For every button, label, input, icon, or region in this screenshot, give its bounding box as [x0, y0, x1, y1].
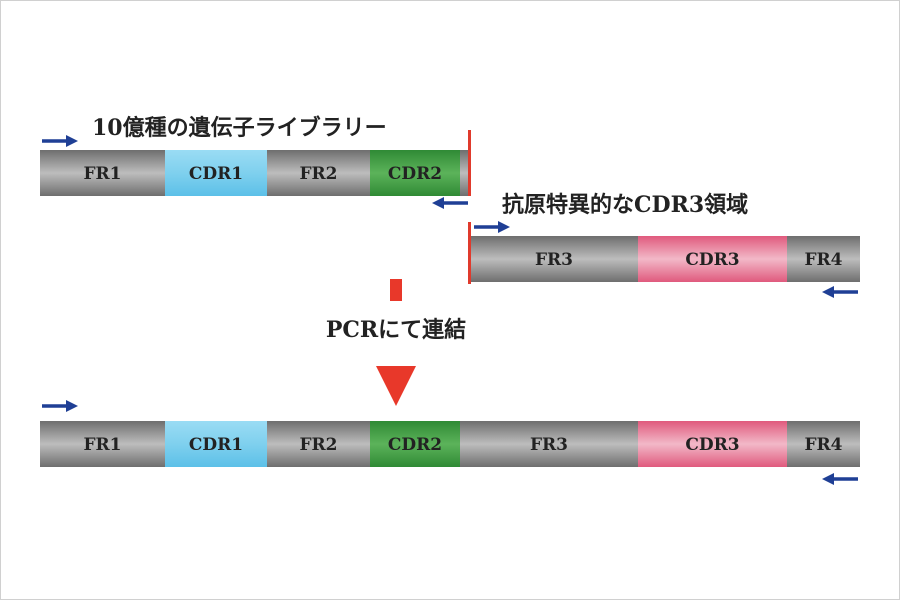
segment-cdr2: [370, 150, 460, 196]
segment-label-cdr1: CDR1: [189, 164, 243, 184]
forward-primer-arrow: [474, 221, 510, 233]
segment-label-cdr2: CDR2: [388, 435, 442, 455]
segment-fr1: [40, 421, 165, 467]
segment-label-fr3: FR3: [535, 250, 573, 270]
segment-fr3: [470, 236, 638, 282]
segment-label-fr2: FR2: [299, 435, 337, 455]
forward-primer-arrow: [42, 400, 78, 412]
segment-label-fr1: FR1: [83, 164, 121, 184]
antigen-cdr3-bar: FR3 CDR3 FR4: [470, 236, 860, 282]
segment-label-cdr3: CDR3: [685, 435, 739, 455]
segment-fr4: [787, 421, 860, 467]
process-arrow-stem: [390, 279, 402, 301]
segment-label-fr1: FR1: [83, 435, 121, 455]
segment-label-fr4: FR4: [804, 250, 842, 270]
segment-cdr2: [370, 421, 460, 467]
linked-gene-bar: FR1 CDR1 FR2 CDR2 FR3 CDR3 FR4: [40, 421, 860, 467]
segment-cdr3: [638, 236, 787, 282]
library-gene-bar: FR1 CDR1 FR2 CDR2: [40, 150, 470, 196]
segment-label-fr2: FR2: [299, 164, 337, 184]
segment-label-fr3: FR3: [530, 435, 568, 455]
segment-fr1: [40, 150, 165, 196]
segment-fr2: [267, 421, 370, 467]
reverse-primer-arrow: [432, 197, 468, 209]
segment-label-cdr3: CDR3: [685, 250, 739, 270]
segment-label-cdr2: CDR2: [388, 164, 442, 184]
segment-label-cdr1: CDR1: [189, 435, 243, 455]
segment-label-fr4: FR4: [804, 435, 842, 455]
segment-tail: [460, 150, 470, 196]
reverse-primer-arrow: [822, 473, 858, 485]
segment-cdr3: [638, 421, 787, 467]
segment-cdr1: [165, 150, 267, 196]
forward-primer-arrow: [42, 135, 78, 147]
segment-fr2: [267, 150, 370, 196]
library-label: 10億種の遺伝子ライブラリー: [92, 115, 387, 141]
process-arrow-head: [376, 366, 416, 406]
segment-cdr1: [165, 421, 267, 467]
pcr-label: PCRにて連結: [326, 317, 466, 343]
reverse-primer-arrow: [822, 286, 858, 298]
antigen-cdr3-label: 抗原特異的なCDR3領域: [502, 192, 748, 218]
segment-fr4: [787, 236, 860, 282]
segment-fr3: [460, 421, 638, 467]
